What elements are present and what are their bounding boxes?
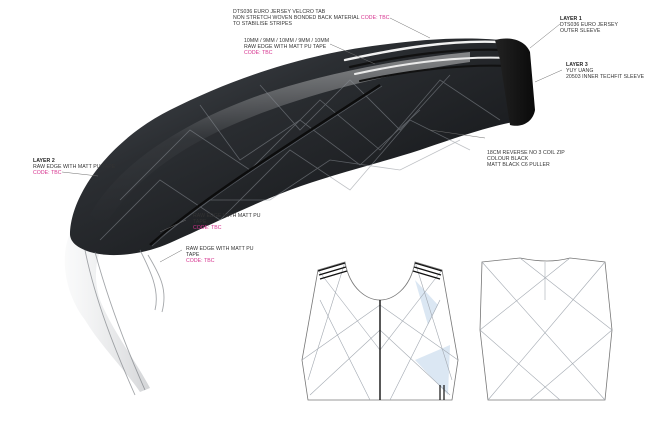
zip-line [149,83,381,246]
annotation-raw-edge-low: RAW EDGE WITH MATT PU TAPE CODE: TBC [186,246,254,265]
sleeve-quilting [99,74,501,246]
back-panel-lines [479,257,613,401]
front-panel-shoulder-stripes [317,262,443,280]
leader-lines [61,17,563,263]
annotation-zip: 18CM REVERSE NO 3 COIL ZIP COLOUR BLACK … [487,150,565,169]
annotation-layer-2: LAYER 2 RAW EDGE WITH MATT PU TAPE CODE:… [33,158,116,177]
front-panel-blue-patch-bottom [415,345,450,395]
inner-lining-strands [84,249,165,396]
annotation-layer-3: LAYER 3 YUY UANG 20503 INNER TECHFIT SLE… [566,62,645,81]
front-panel-lines [301,261,459,401]
zip-highlight [151,85,383,247]
back-panel-outline [479,257,613,401]
front-panel-side-stripes [439,385,445,400]
front-panel-blue-patch-top [415,280,438,325]
annotation-raw-edge-mid: RAW EDGE WITH MATT PU TAPE CODE: TBC [193,213,261,232]
annotation-layer-1: LAYER 1 DTS036 EURO JERSEY OUTER SLEEVE [560,16,618,35]
annotation-raw-edge-top: 10mm / 9mm / 10mm / 9mm / 10mm RAW EDGE … [244,38,330,57]
sleeve-stripes [343,40,511,82]
sleeve-body-shape [70,38,525,256]
sleeve-hem-shape [64,230,150,392]
sleeve-cuff-shape [495,38,535,126]
annotation-velcro-tab: DTS036 EURO JERSEY VELCRO TAB NON STRETC… [233,9,390,28]
